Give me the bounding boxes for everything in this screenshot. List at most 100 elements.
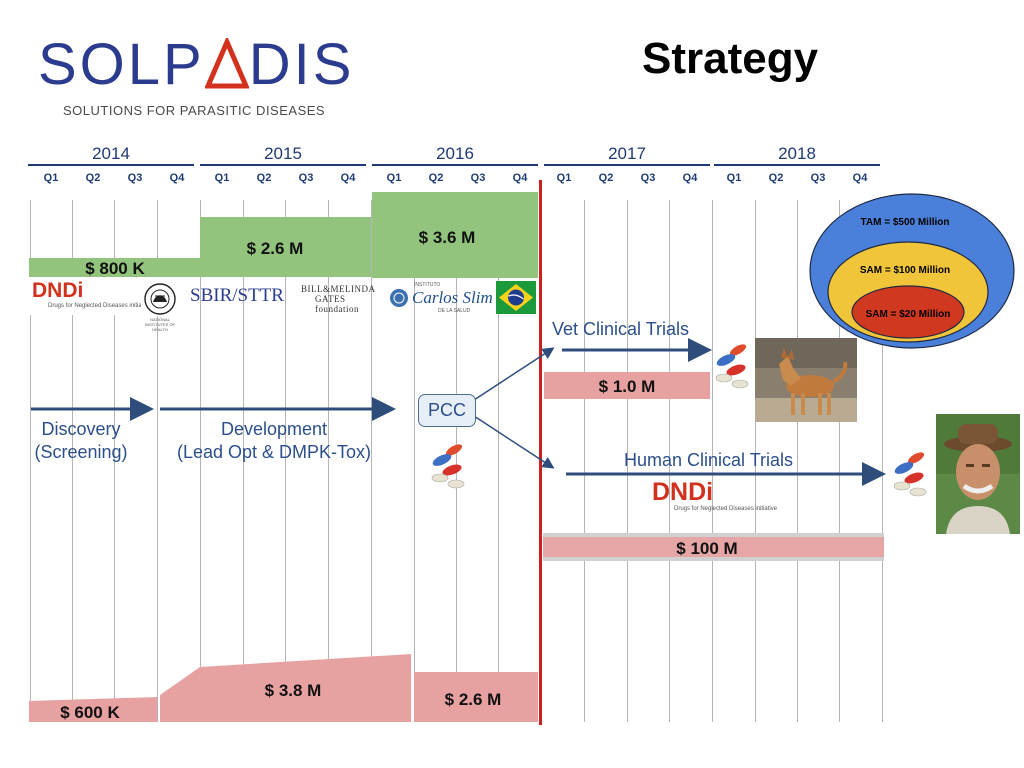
gridline [712, 200, 713, 722]
year-underline [28, 164, 194, 166]
gridline [114, 200, 115, 722]
funding-amount: $ 800 K [85, 259, 145, 278]
logo-right: DIS [248, 32, 355, 97]
quarter-label: Q3 [127, 172, 143, 184]
quarter-label: Q1 [214, 172, 230, 184]
quarter-label: Q1 [43, 172, 59, 184]
funding-bar-green [200, 217, 371, 277]
gridline [157, 200, 158, 722]
funding-amount: $ 100 M [676, 539, 738, 558]
human-trials-label: Human Clinical Trials [624, 450, 794, 470]
page-title: Strategy [642, 34, 819, 83]
vet-trials-label: Vet Clinical Trials [552, 319, 690, 339]
funding-amount: $ 1.0 M [598, 377, 656, 396]
gridline [285, 200, 286, 722]
market-size-diagram [809, 193, 1015, 349]
year-underline [544, 164, 710, 166]
gridline [669, 200, 670, 722]
funding-bar-green [29, 258, 200, 277]
funding-amount: $ 2.6 M [246, 239, 304, 258]
year-underline [200, 164, 366, 166]
gridline [839, 200, 840, 722]
discovery-subtitle: (Screening) [34, 442, 128, 462]
gridline [414, 200, 415, 722]
gridline [584, 200, 585, 722]
quarter-label: Q3 [640, 172, 656, 184]
funding-bar-green [372, 192, 538, 278]
quarter-label: Q1 [556, 172, 572, 184]
funding-bar-pink [200, 654, 411, 722]
funding-bar-pink-grey [543, 533, 884, 561]
quarter-label: Q2 [598, 172, 614, 184]
gridline [755, 200, 756, 722]
sam2-label: SAM = $20 Million [865, 309, 951, 320]
gates-foundation-logo: BILL&MELINDA GATES foundation [301, 284, 387, 314]
carlos-small: INSTITUTO [414, 282, 441, 288]
nih-text: NATIONAL INSTITUTES OF HEALTH [145, 317, 175, 332]
year-label: 2015 [264, 144, 302, 163]
gridline [456, 200, 457, 722]
funding-bar-pink [414, 672, 538, 722]
pcc-to-vet-arrow [473, 347, 555, 401]
quarter-label: Q4 [169, 172, 185, 184]
development-subtitle: (Lead Opt & DMPK-Tox) [176, 442, 372, 462]
gates-line1: BILL&MELINDA [301, 284, 376, 294]
funding-bar-pink [29, 697, 157, 722]
sbir-text: SBIR/STTR [190, 285, 284, 306]
quarter-label: Q1 [726, 172, 742, 184]
gridline [200, 200, 201, 722]
current-date-divider [539, 180, 542, 725]
gridline [72, 200, 73, 722]
dndi-logo-center: DNDi Drugs for Neglected Diseases initia… [640, 478, 800, 518]
funding-amount: $ 3.8 M [264, 681, 322, 700]
quarter-label: Q2 [85, 172, 101, 184]
year-label: 2018 [778, 144, 816, 163]
funding-amount: $ 600 K [60, 703, 120, 722]
year-label: 2017 [608, 144, 646, 163]
year-label: 2014 [92, 144, 130, 163]
quarter-label: Q4 [682, 172, 698, 184]
quarter-label: Q3 [470, 172, 486, 184]
gridline [882, 200, 883, 722]
globe-icon [390, 289, 408, 307]
gridline [797, 200, 798, 722]
quarter-label: Q2 [256, 172, 272, 184]
sbir-sttr-logo: SBIR/STTR [190, 285, 284, 307]
gridline [498, 200, 499, 722]
logo-left: SOLP [38, 32, 205, 97]
pcc-to-human-arrow [473, 415, 555, 469]
nih-seal-icon [141, 282, 179, 316]
gridline [30, 200, 31, 722]
funding-bar-pink [544, 372, 710, 399]
quarter-label: Q4 [340, 172, 356, 184]
pill-icon [715, 344, 749, 389]
carlos-name: Carlos Slim [412, 288, 493, 307]
gridline [627, 200, 628, 722]
quarter-label: Q3 [298, 172, 314, 184]
funding-bar-pink [160, 667, 200, 722]
dndi-name: DNDi [32, 279, 84, 302]
pill-icon [893, 452, 927, 497]
discovery-label: Discovery (Screening) [22, 418, 140, 464]
gridline [328, 200, 329, 722]
quarter-label: Q4 [852, 172, 868, 184]
pill-icon [431, 444, 465, 489]
logo-tagline: SOLUTIONS FOR PARASITIC DISEASES [63, 103, 326, 118]
quarter-label: Q4 [512, 172, 528, 184]
tam-label: TAM = $500 Million [860, 217, 950, 228]
carlos-sub: DE LA SALUD [438, 308, 471, 314]
quarter-label: Q1 [386, 172, 402, 184]
quarter-label: Q2 [428, 172, 444, 184]
dndi-subtitle: Drugs for Neglected Diseases initiative [48, 303, 152, 309]
gates-line2: GATES foundation [315, 294, 359, 314]
dndi-name: DNDi [652, 478, 714, 506]
logo-delta-icon [204, 36, 249, 89]
gridline [371, 200, 372, 722]
farmer-photo [936, 414, 1020, 534]
dog-photo [755, 338, 857, 422]
funding-amount: $ 3.6 M [418, 228, 476, 247]
dndi-subtitle: Drugs for Neglected Diseases initiative [674, 506, 778, 512]
quarter-label: Q3 [810, 172, 826, 184]
